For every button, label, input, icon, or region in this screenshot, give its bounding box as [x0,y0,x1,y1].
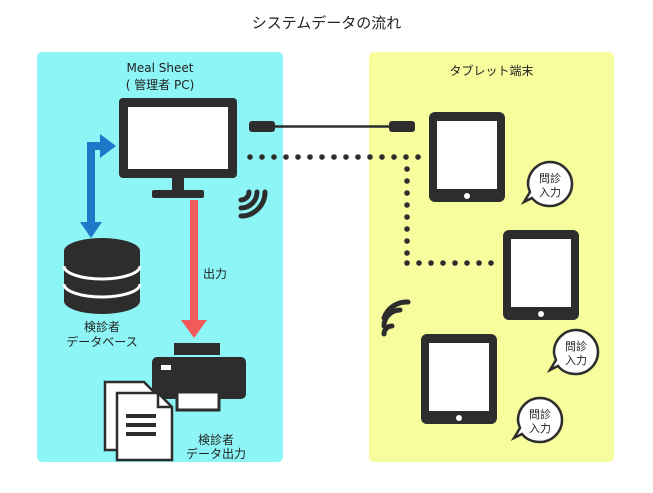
bubble-3-line1: 問診 [529,408,551,421]
wireless-dotted-path [247,154,494,266]
tablet-icon-1 [429,112,505,202]
print-label-line1: 検診者 [197,433,234,447]
tablet-icon-3 [421,334,497,424]
database-label-line1: 検診者 [83,320,120,334]
printer-icon [152,343,246,412]
output-label: 出力 [203,267,228,281]
bubble-2-line2: 入力 [565,354,587,367]
pc-panel-title: Meal Sheet [126,61,194,75]
usb-cable [249,121,415,132]
database-label-line2: データベース [66,335,138,349]
pc-panel-subtitle: ( 管理者 PC) [125,78,195,92]
sync-arrow [80,134,116,238]
bubble-3-line2: 入力 [529,422,551,435]
wifi-icon-pc [238,189,268,219]
bubble-1-line2: 入力 [539,186,561,199]
print-label-line2: データ出力 [185,447,246,461]
monitor-icon [119,98,237,198]
diagram-title: システムデータの流れ [251,14,402,32]
tablet-icon-2 [503,230,579,320]
tablet-panel-title: タブレット端末 [449,64,534,78]
output-arrow [181,200,207,338]
database-icon [62,238,142,314]
bubble-1-line1: 問診 [539,172,561,185]
bubble-2-line1: 問診 [565,340,587,353]
documents-icon [103,380,174,462]
wifi-icon-tablet [381,299,411,337]
